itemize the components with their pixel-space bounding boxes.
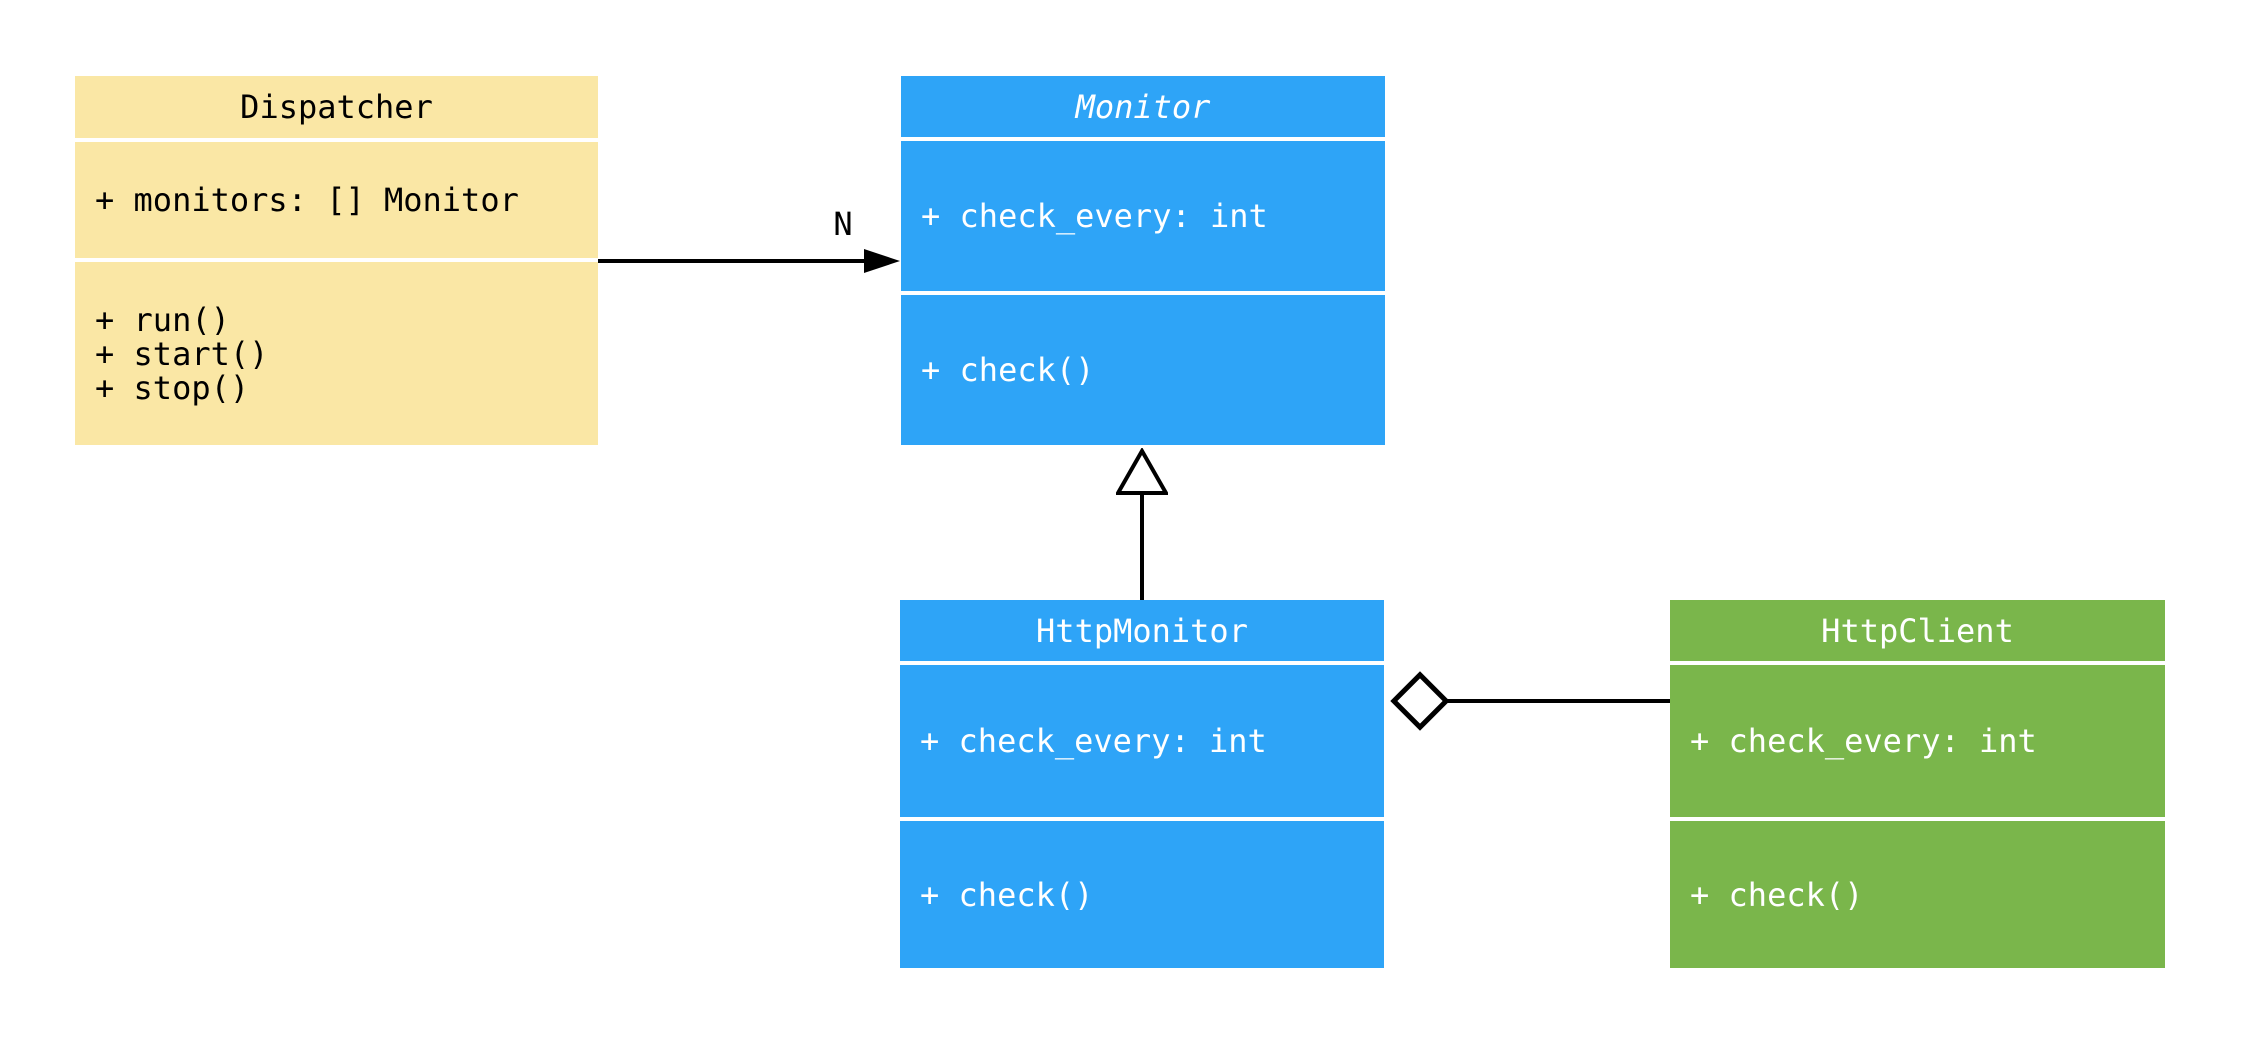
methods-section: + check() xyxy=(1670,821,2165,968)
class-method: + start() xyxy=(95,334,269,373)
class-httpclient: HttpClient + check_every: int + check() xyxy=(1670,600,2165,968)
class-method: + check() xyxy=(921,351,1095,389)
class-monitor: Monitor + check_every: int + check() xyxy=(901,76,1385,445)
class-method: + run() xyxy=(95,300,230,339)
class-method: + stop() xyxy=(95,368,250,407)
class-attribute: + monitors: [] Monitor xyxy=(95,181,519,219)
class-title-httpmonitor: HttpMonitor xyxy=(900,600,1384,661)
class-method: + check() xyxy=(1690,875,1864,914)
attributes-section: + check_every: int xyxy=(1670,665,2165,817)
association-arrowhead-icon xyxy=(864,249,900,273)
aggregation-diamond-icon xyxy=(1390,671,1450,731)
class-title-dispatcher: Dispatcher xyxy=(75,76,598,138)
attributes-section: + check_every: int xyxy=(901,141,1385,291)
methods-section: + check() xyxy=(900,821,1384,968)
class-title-monitor: Monitor xyxy=(901,76,1385,137)
methods-section: + check() xyxy=(901,295,1385,445)
inheritance-line xyxy=(1140,494,1144,600)
class-attribute: + check_every: int xyxy=(921,197,1268,235)
methods-section: + run() + start() + stop() xyxy=(75,262,598,445)
class-dispatcher: Dispatcher + monitors: [] Monitor + run(… xyxy=(75,76,598,445)
multiplicity-label: N xyxy=(833,205,853,243)
attributes-section: + monitors: [] Monitor xyxy=(75,142,598,258)
class-title-httpclient: HttpClient xyxy=(1670,600,2165,661)
class-httpmonitor: HttpMonitor + check_every: int + check() xyxy=(900,600,1384,968)
association-line xyxy=(598,259,864,263)
class-attribute: + check_every: int xyxy=(920,722,1267,760)
aggregation-line xyxy=(1447,699,1670,703)
attributes-section: + check_every: int xyxy=(900,665,1384,817)
inheritance-triangle-icon xyxy=(1116,448,1168,495)
class-method: + check() xyxy=(920,875,1094,914)
class-attribute: + check_every: int xyxy=(1690,722,2037,760)
